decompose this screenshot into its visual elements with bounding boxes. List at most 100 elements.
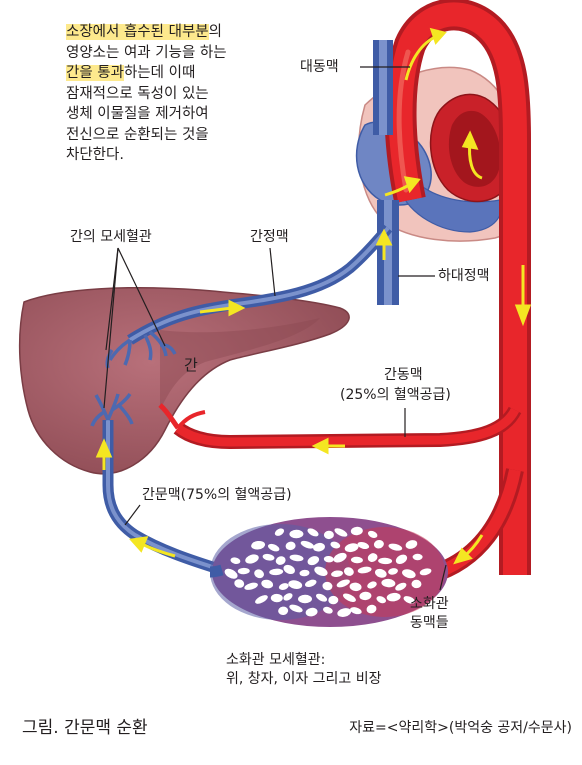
hepatic-artery-branch-a — [158, 403, 181, 430]
yellow-flow-arrow-icon — [228, 299, 246, 317]
hepatic-vein-shine — [128, 226, 390, 342]
capillary-gap — [378, 557, 393, 565]
capillary-gap — [349, 582, 362, 592]
label-hepatic-artery: 간동맥 — [384, 367, 423, 383]
capillary-gap — [316, 593, 328, 602]
label-intestinal-capillaries-2: 위, 창자, 이자 그리고 비장 — [226, 671, 382, 687]
yellow-flow-arrow-icon — [461, 130, 479, 150]
yellow-flow-arrow-icon — [311, 437, 329, 455]
capillary-gap — [269, 568, 284, 576]
capillary-gap — [328, 595, 339, 605]
capillary-gap — [395, 554, 408, 564]
intro-line-5: 생체 이물질을 제거하여 — [66, 106, 209, 122]
leader-capillaries-3 — [103, 247, 119, 409]
capillary-gap — [381, 578, 396, 588]
capillary-gap — [350, 526, 363, 536]
cap-lower-2 — [106, 393, 120, 421]
yellow-flow-arrow-icon — [453, 547, 473, 565]
cap-lower-1 — [94, 394, 110, 421]
capillary-gap — [307, 528, 319, 537]
capillary-gap — [289, 529, 304, 539]
capillary-gap — [322, 581, 333, 591]
capillary-gap — [288, 580, 303, 589]
capillary-gap — [237, 567, 250, 575]
label-hepatic-vein: 간정맥 — [250, 229, 289, 245]
capillary-gap — [331, 570, 344, 578]
capillary-gap — [366, 604, 377, 614]
capillary-gap — [350, 607, 362, 615]
capillary-gap — [313, 542, 325, 552]
cap-upper-6 — [159, 343, 177, 355]
capillary-gap — [245, 554, 259, 564]
capillary-gap — [323, 555, 334, 563]
capillary-gap — [357, 542, 370, 549]
capillary-gap — [323, 606, 333, 614]
liver-shade — [160, 318, 320, 410]
label-portal-vein: 간문맥(75%의 혈액공급) — [142, 487, 292, 503]
label-hepatic-artery-supply: (25%의 혈액공급) — [340, 387, 451, 403]
intro-line-3-tail: 하는데 이때 — [123, 65, 196, 81]
yellow-flow-arrow-icon — [429, 27, 447, 45]
capillary-gap — [283, 564, 295, 575]
capillary-gap — [386, 592, 401, 602]
capillary-gap — [300, 540, 315, 549]
capillary-gap — [357, 566, 372, 574]
intro-paragraph: 소장에서 흡수된 대부분의 영양소는 여과 기능을 하는 간을 통과하는데 이때… — [66, 22, 227, 166]
figure-source: 자료=<약리학>(박억숭 공저/수문사) — [349, 720, 572, 736]
capillary-gap — [261, 579, 274, 589]
capillary-gap — [376, 596, 386, 604]
capillary-gap — [373, 539, 384, 549]
leader-hepatic-vein — [269, 247, 276, 297]
label-aorta: 대동맥 — [300, 59, 339, 75]
leader-portal-vein — [124, 504, 141, 526]
capillary-gap — [305, 607, 318, 617]
intro-line-7: 차단한다. — [66, 147, 124, 163]
capillary-gap — [403, 596, 415, 604]
yellow-flow-arrow-icon — [95, 438, 113, 458]
label-intestinal-arteries-2: 동맥들 — [410, 615, 449, 631]
yellow-flow-arrow-icon — [403, 176, 421, 194]
intro-highlight-1: 소장에서 흡수된 대부분 — [66, 24, 209, 40]
capillary-gap — [330, 541, 341, 549]
hepatic-vein — [127, 224, 393, 345]
intro-highlight-2: 간을 통과 — [66, 65, 124, 81]
flow-arrows — [95, 27, 532, 565]
capillary-gap — [255, 595, 268, 604]
capillary-gap — [262, 553, 275, 561]
label-hepatic-capillaries: 간의 모세혈관 — [70, 229, 152, 245]
capillary-gap — [337, 608, 352, 617]
liver-capillaries-upper — [105, 330, 177, 369]
capillary-gap — [307, 556, 320, 566]
leader-capillaries-2 — [117, 247, 166, 347]
capillary-gap — [419, 568, 432, 576]
label-intestinal-capillaries-1: 소화관 모세혈관: — [226, 652, 326, 668]
capillary-gap — [343, 567, 354, 576]
capillary-gap — [374, 568, 387, 578]
intro-line-2: 영양소는 여과 기능을 하는 — [66, 44, 227, 61]
capillary-gap — [344, 543, 359, 553]
capillary-gap — [275, 556, 286, 565]
yellow-flow-arrow-icon — [129, 536, 149, 553]
figure-caption: 그림. 간문맥 순환 — [22, 718, 148, 738]
capillary-gap — [305, 579, 317, 587]
hepatic-artery-liver-branches — [158, 403, 206, 430]
capillary-gap — [254, 569, 264, 579]
capillary-gap — [274, 528, 285, 536]
cap-upper-1 — [108, 338, 131, 361]
portal-vein — [102, 420, 224, 576]
liver-capillaries-lower — [90, 392, 134, 427]
capillary-gap — [334, 528, 348, 537]
capillary-gap — [343, 593, 356, 602]
label-intestinal-arteries-1: 소화관 — [410, 596, 449, 612]
capillary-gap — [283, 593, 293, 601]
capillary-gap — [230, 557, 241, 565]
capillary-gap — [412, 553, 423, 561]
capillary-gap — [251, 540, 266, 550]
intro-line-6: 전신으로 순환되는 것을 — [66, 126, 209, 143]
capillary-gap — [367, 553, 378, 562]
yellow-flow-arrow-icon — [375, 228, 393, 246]
capillary-gap — [270, 593, 283, 603]
capillary-gap — [285, 541, 296, 551]
cap-lower-4 — [90, 410, 105, 427]
